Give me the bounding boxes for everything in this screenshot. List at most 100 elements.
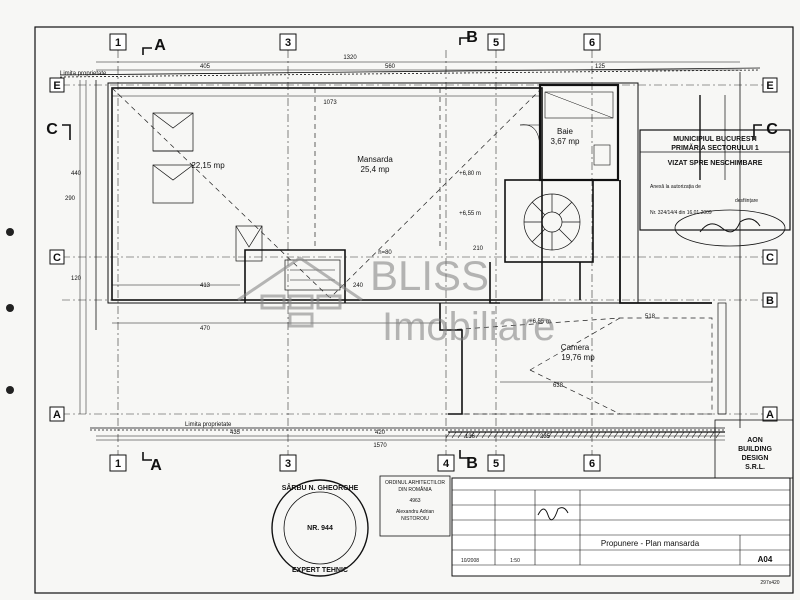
- hatch-stroke: [697, 431, 703, 439]
- hatch-stroke: [553, 431, 559, 439]
- dim-mid-470: 470: [200, 326, 211, 332]
- hatch-stroke: [679, 431, 685, 439]
- round-stamp-role: EXPERT TEHNIC: [292, 567, 348, 574]
- hatch-stroke: [571, 431, 577, 439]
- hatch-stroke: [661, 431, 667, 439]
- grid-label-b: B: [766, 295, 774, 307]
- architect-line: ORDINUL ARHITECTILOR: [385, 480, 445, 486]
- hatch-stroke: [655, 431, 661, 439]
- hatch-stroke: [541, 431, 547, 439]
- drawing-date: 10/2008: [461, 558, 479, 564]
- hatch-stroke: [565, 431, 571, 439]
- hatch-stroke: [619, 431, 625, 439]
- grid-label-e: E: [53, 80, 60, 92]
- section-label-a: A: [154, 37, 166, 54]
- roof-outline: [107, 82, 639, 304]
- mansarda-area: 25,4 mp: [361, 165, 390, 174]
- level-mark: +6,80 m: [459, 171, 481, 177]
- hatch-stroke: [505, 431, 511, 439]
- dim-mid-638: 638: [553, 383, 564, 389]
- stamp-line: MUNICIPIUL BUCURESTI: [673, 136, 757, 143]
- hatch-stroke: [685, 431, 691, 439]
- hatch-stroke: [559, 431, 565, 439]
- grid-label-3: 3: [285, 37, 291, 49]
- hatch-stroke: [577, 431, 583, 439]
- roof-windows: [152, 112, 263, 262]
- camera-name: Camera: [561, 343, 590, 352]
- architect-line: 4963: [409, 498, 420, 504]
- hatch-stroke: [703, 431, 709, 439]
- paper-format: 297x420: [760, 580, 779, 586]
- hatch-stroke: [673, 431, 679, 439]
- mansarda-name: Mansarda: [357, 155, 393, 164]
- grid-label-5: 5: [493, 458, 499, 470]
- grid-label-6: 6: [589, 37, 595, 49]
- roof-projection-lines: [111, 87, 713, 415]
- stamp-line: Nr. 324/14/4 din 16.01.2009: [650, 210, 712, 216]
- dim-mid-210: 210: [473, 246, 484, 252]
- sheet-border: [34, 26, 794, 594]
- grid-label-c: C: [766, 252, 774, 264]
- hatch-stroke: [493, 431, 499, 439]
- dim-mid-240: 240: [353, 283, 364, 289]
- hatch-stroke: [487, 431, 493, 439]
- round-stamp-name: SÂRBU N. GHEORGHE: [282, 483, 359, 492]
- title-block: Propunere - Plan mansarda A04 1:50 10/20…: [451, 477, 791, 586]
- hatch-stroke: [595, 431, 601, 439]
- company-line: DESIGN: [742, 455, 769, 462]
- dim-mid-518: 518: [645, 314, 656, 320]
- hatch-stroke: [445, 431, 451, 439]
- stamp-line: desființare: [735, 198, 758, 204]
- level-mark: +6,55 m: [459, 211, 481, 217]
- hatch-stroke: [535, 431, 541, 439]
- grid-bubble-labels: 1 3 5 6 1 3 4 5 6 E E C C B A A: [53, 37, 774, 470]
- lower-walls: [244, 95, 727, 415]
- municipal-stamp: MUNICIPIUL BUCURESTI PRIMĂRIA SECTORULUI…: [639, 129, 791, 247]
- dim-bottom-total: 1570: [373, 443, 387, 449]
- section-label-c: C: [46, 121, 58, 138]
- hatch-stroke: [547, 431, 553, 439]
- dim-top-total: 1320: [343, 55, 357, 61]
- dim-h80: h=80: [378, 250, 392, 256]
- stamp-line: Anexă la autorizația de: [650, 184, 701, 190]
- stamp-line: VIZAT SPRE NESCHIMBARE: [668, 160, 763, 167]
- company-stamp: AON BUILDING DESIGN S.R.L.: [714, 419, 794, 479]
- grid-label-1: 1: [115, 458, 121, 470]
- hatch-stroke: [601, 431, 607, 439]
- dimension-texts: 1320 405 560 125 1073 435 420 1570 136 2…: [65, 55, 656, 449]
- hatch-stroke: [517, 431, 523, 439]
- watermark-house-icon: [237, 256, 363, 328]
- hatch-stroke: [451, 431, 457, 439]
- sheet-number: A04: [758, 555, 773, 564]
- hatch-stroke: [691, 431, 697, 439]
- grid-label-4: 4: [443, 458, 450, 470]
- hatch-stroke: [715, 431, 721, 439]
- section-markers: [62, 37, 762, 461]
- architect-stamp: ORDINUL ARHITECTILOR DIN ROMÂNIA 4963 Al…: [379, 475, 451, 537]
- dim-top-560: 560: [385, 64, 396, 70]
- dim-inner-1073: 1073: [323, 100, 337, 106]
- grid-label-a: A: [766, 409, 774, 421]
- section-label-a: A: [150, 457, 162, 474]
- binder-hole: [6, 228, 14, 236]
- dim-left-440: 440: [71, 171, 82, 177]
- dim-top-405: 405: [200, 64, 211, 70]
- hatch-stroke: [667, 431, 673, 439]
- baie-area: 3,67 mp: [551, 137, 580, 146]
- dim-mid-413: 413: [200, 283, 211, 289]
- dim-bottom-435: 435: [230, 430, 241, 436]
- property-limit-label: Limita proprietate: [60, 71, 107, 77]
- hatch-stroke: [481, 431, 487, 439]
- hatch-stroke: [625, 431, 631, 439]
- drawing-scale: 1:50: [510, 558, 520, 564]
- terrace-area: 22,15 mp: [191, 161, 225, 170]
- hatch-stroke: [463, 431, 469, 439]
- bliss-watermark: BLISS Imobiliare: [237, 252, 555, 349]
- hatch-stroke: [499, 431, 505, 439]
- hatch-stroke: [631, 431, 637, 439]
- hatch-stroke: [709, 431, 715, 439]
- property-limit-lines: [59, 67, 761, 431]
- round-stamp-reg: NR. 944: [307, 525, 333, 532]
- binder-hole: [6, 386, 14, 394]
- grid-label-a: A: [53, 409, 61, 421]
